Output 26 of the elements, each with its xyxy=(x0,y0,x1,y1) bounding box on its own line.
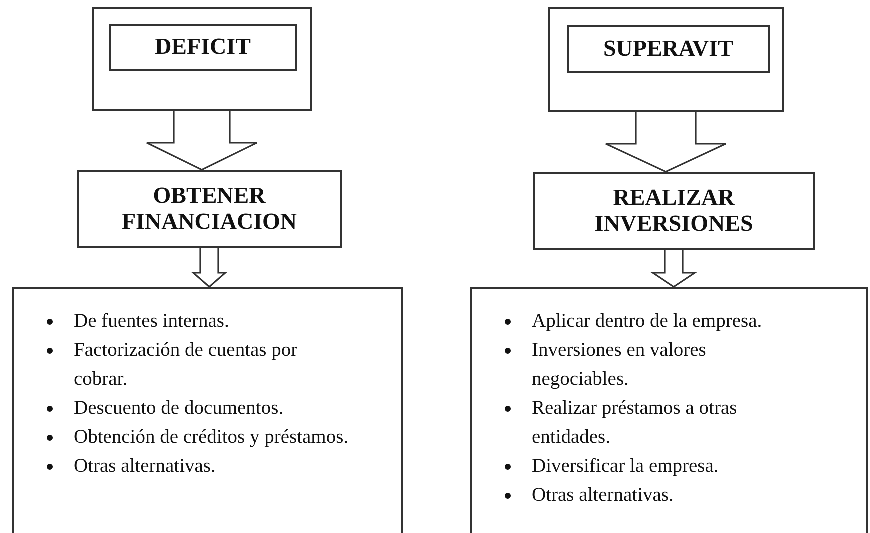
box-title: DEFICIT xyxy=(155,34,251,61)
bullet-item: De fuentes internas. xyxy=(74,311,230,332)
bullet-item: Realizar préstamos a otras entidades. xyxy=(532,398,738,448)
bullet-item: Diversificar la empresa. xyxy=(532,456,719,477)
bullet-item: Descuento de documentos. xyxy=(74,398,284,419)
bullet-item: Otras alternativas. xyxy=(74,456,216,477)
list-box xyxy=(470,287,868,533)
bullet-item: Otras alternativas. xyxy=(532,485,674,506)
box-title: OBTENER FINANCIACION xyxy=(120,182,298,236)
box-title: REALIZAR INVERSIONES xyxy=(594,184,754,238)
callout-box xyxy=(548,7,784,112)
heading-box xyxy=(533,172,815,250)
heading-box xyxy=(77,170,342,248)
list-box xyxy=(12,287,403,533)
bullet-item: Factorización de cuentas por cobrar. xyxy=(74,340,298,390)
block-arrow xyxy=(650,249,698,288)
callout-box xyxy=(92,7,312,111)
bullet-item: Aplicar dentro de la empresa. xyxy=(532,311,762,332)
bullet-item: Obtención de créditos y préstamos. xyxy=(74,427,349,448)
box-title: SUPERAVIT xyxy=(604,36,734,62)
heading-box xyxy=(567,25,770,73)
block-arrow xyxy=(146,110,258,171)
block-arrow xyxy=(191,247,228,288)
bullet-item: Inversiones en valores negociables. xyxy=(532,340,706,390)
block-arrow xyxy=(605,111,727,173)
heading-box xyxy=(109,24,297,71)
